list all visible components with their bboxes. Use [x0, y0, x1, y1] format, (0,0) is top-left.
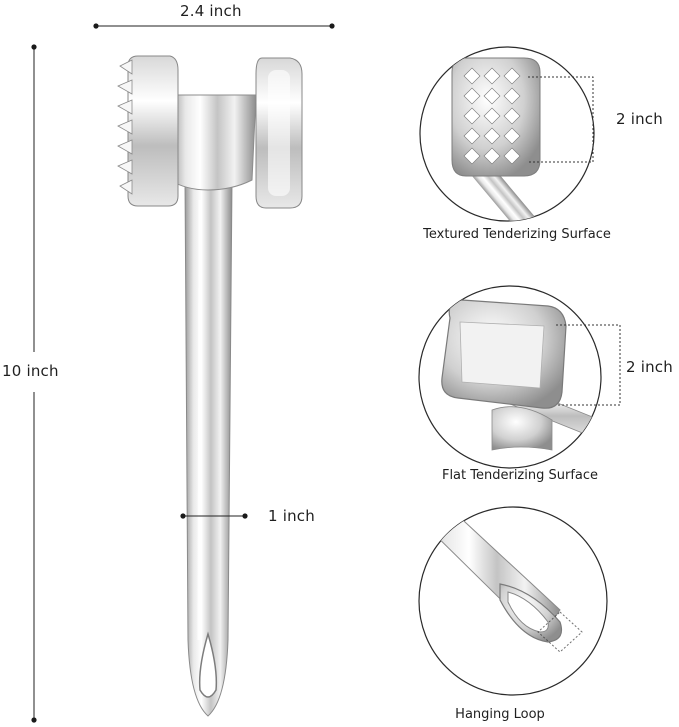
handle-width-label: 1 inch: [268, 507, 315, 525]
textured-head-size-label: 2 inch: [616, 110, 663, 128]
detail-hanging-loop: [418, 506, 608, 696]
caption-hanging-loop: Hanging Loop: [455, 707, 545, 722]
caption-textured-surface: Textured Tenderizing Surface: [423, 227, 611, 242]
caption-flat-surface: Flat Tenderizing Surface: [441, 468, 599, 483]
meat-mallet-image: [117, 55, 303, 717]
flat-head-size-label: 2 inch: [626, 358, 673, 376]
detail-textured-surface: [419, 46, 595, 222]
width-label: 2.4 inch: [180, 2, 242, 20]
detail-flat-surface: [418, 285, 621, 469]
width-dimension: [93, 23, 335, 29]
handle-dimension: [180, 513, 248, 519]
length-dimension: [31, 44, 37, 723]
length-label: 10 inch: [2, 362, 59, 380]
